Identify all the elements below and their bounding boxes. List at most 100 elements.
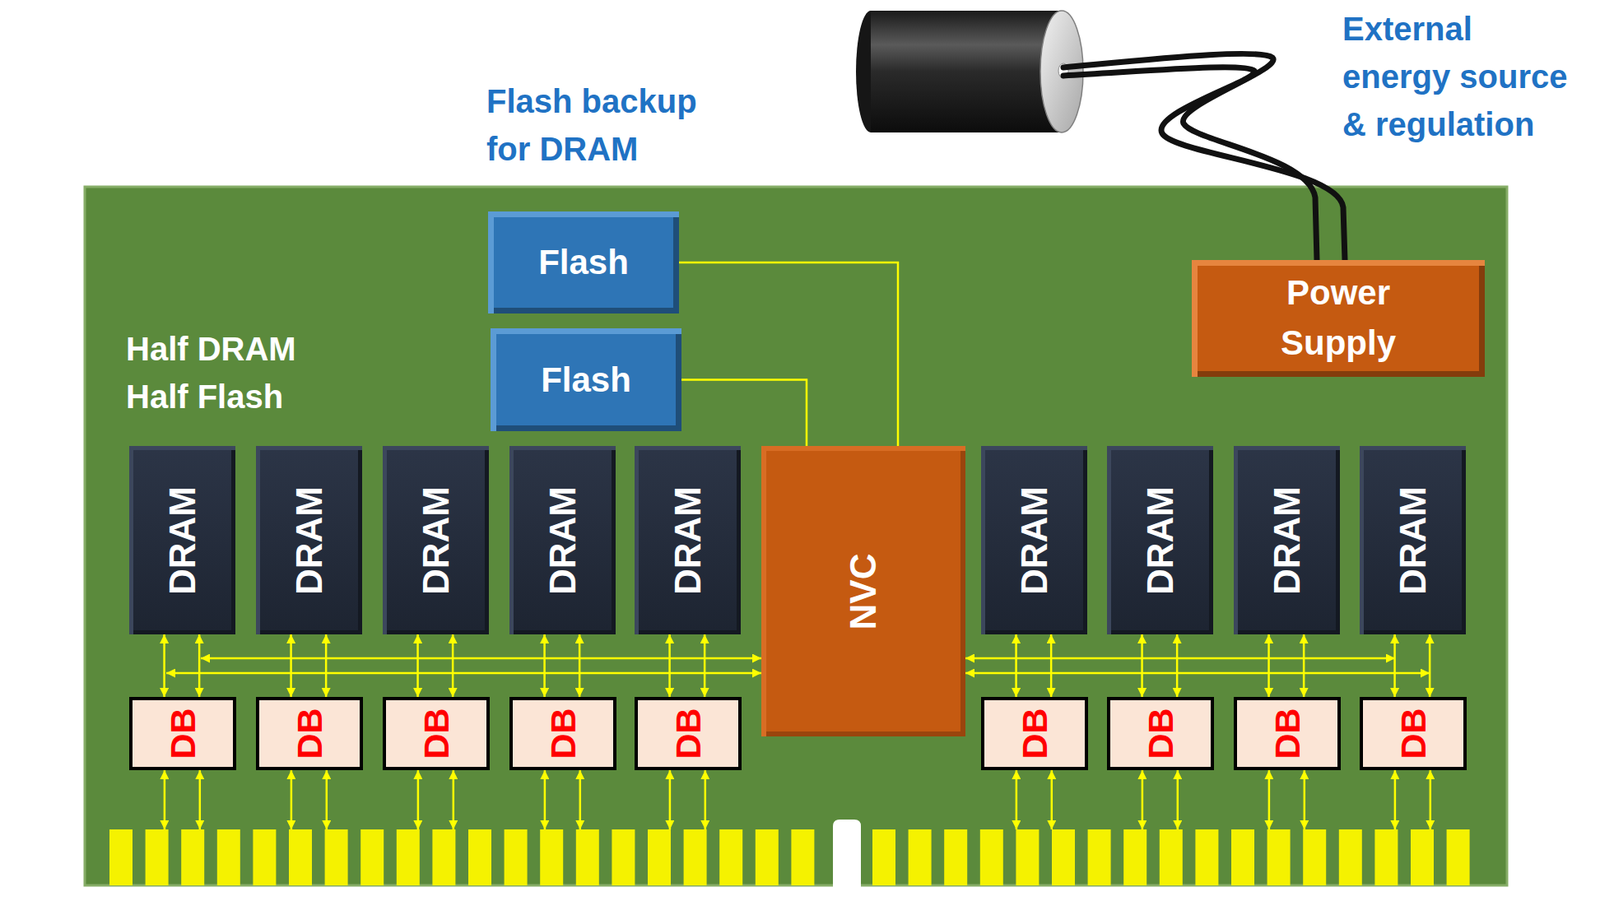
- connector-pin: [1195, 829, 1219, 886]
- connector-pin: [396, 829, 420, 886]
- data-buffer-chip: DB: [255, 697, 363, 771]
- connector-pin: [944, 829, 968, 886]
- chip-label: DB: [415, 707, 456, 759]
- dram-chip: DRAM: [382, 446, 489, 635]
- connector-pin: [980, 829, 1004, 886]
- connector-pin: [1374, 829, 1398, 886]
- data-line: [681, 380, 807, 447]
- data-buffer-chip: DB: [1359, 697, 1467, 771]
- connector-pin: [360, 829, 384, 886]
- connector-pin: [1339, 829, 1363, 886]
- pin-line: [579, 770, 582, 830]
- pin-line: [1176, 770, 1180, 830]
- pin-line: [669, 770, 672, 830]
- chip-label: DRAM: [542, 486, 584, 596]
- pin-line: [1015, 770, 1019, 830]
- power-cable: [1063, 53, 1345, 261]
- callout-label: Flash backup for DRAM: [486, 77, 717, 173]
- dram-chip: DRAM: [1106, 446, 1214, 635]
- data-line: [198, 634, 201, 698]
- pin-line: [199, 770, 202, 830]
- chip-label: DB: [667, 707, 708, 759]
- pin-line: [163, 770, 167, 830]
- flash-chip: Flash: [488, 211, 680, 314]
- dram-chip: DRAM: [129, 446, 236, 635]
- data-line: [1176, 634, 1179, 698]
- power-supply-box: Power Supply: [1191, 260, 1485, 377]
- data-line: [1050, 634, 1053, 698]
- data-line: [578, 634, 582, 698]
- pin-line: [704, 770, 707, 830]
- connector-lines: [164, 770, 1431, 830]
- connector-pin: [647, 829, 671, 886]
- bus-line: [166, 672, 762, 675]
- data-line: [1140, 634, 1144, 698]
- chip-label: Flash: [540, 360, 632, 400]
- data-line: [703, 634, 707, 698]
- capacitor: [855, 10, 1084, 133]
- chip-label: DB: [1392, 707, 1433, 759]
- pin-line: [1394, 770, 1397, 830]
- pin-line: [417, 770, 420, 830]
- data-line: [543, 634, 546, 698]
- connector-pin: [539, 829, 563, 886]
- dram-chip: DRAM: [509, 446, 616, 635]
- connector-pin: [217, 829, 241, 886]
- connector-pin: [252, 829, 276, 886]
- callout-label: Half DRAM Half Flash: [125, 325, 324, 421]
- connector-pin: [1051, 829, 1075, 886]
- chip-label: DRAM: [288, 486, 331, 596]
- connector-pin: [288, 829, 312, 886]
- circuit-board: [84, 186, 1507, 886]
- chip-label: Power Supply: [1243, 268, 1433, 369]
- chip-label: DRAM: [667, 486, 709, 596]
- data-line: [668, 634, 671, 698]
- connector-pin: [432, 829, 456, 886]
- connector-pin: [872, 829, 896, 886]
- connector-pin: [468, 829, 492, 886]
- data-buffer-chip: DB: [1233, 697, 1341, 771]
- chip-label: DB: [1139, 707, 1181, 759]
- chip-label: DRAM: [1013, 486, 1056, 596]
- chip-label: DB: [1013, 707, 1055, 759]
- capacitor-body: [870, 10, 1062, 133]
- chip-label: DRAM: [1392, 486, 1434, 596]
- data-line: [679, 262, 898, 447]
- chip-label: DRAM: [162, 486, 204, 596]
- chip-label: DB: [162, 707, 203, 759]
- connector-pin: [1302, 829, 1326, 886]
- connector-pin: [1446, 829, 1470, 886]
- flash-chip: Flash: [490, 328, 682, 432]
- data-buffer-chip: DB: [129, 697, 237, 771]
- chip-label: DB: [542, 707, 583, 759]
- pin-line: [452, 770, 456, 830]
- data-line: [162, 634, 166, 698]
- data-line: [451, 634, 455, 698]
- callout-label: External energy source & regulation: [1342, 4, 1577, 149]
- dram-chip: DRAM: [255, 446, 363, 635]
- data-buffer-chip: DB: [634, 697, 742, 771]
- data-buffer-chip: DB: [509, 697, 617, 771]
- data-line: [1302, 634, 1306, 698]
- data-line: [325, 634, 328, 698]
- dram-chip: DRAM: [1233, 446, 1340, 635]
- connector-pin: [576, 829, 600, 886]
- connector-pin: [611, 829, 635, 886]
- pin-line: [1051, 770, 1054, 830]
- data-buffer-chip: DB: [1106, 697, 1214, 771]
- connector-pin: [790, 829, 814, 886]
- connector-pin: [1088, 829, 1112, 886]
- data-line: [416, 634, 419, 698]
- pin-line: [1429, 770, 1433, 830]
- connector-pin: [1267, 829, 1291, 886]
- connector-pin: [1159, 829, 1183, 886]
- pin-line: [1268, 770, 1271, 830]
- connector-pin: [325, 829, 349, 886]
- cable-wire: [1063, 67, 1345, 261]
- data-buffer-chip: DB: [382, 697, 490, 771]
- connector-pin: [109, 829, 133, 886]
- chip-label: DB: [1266, 707, 1307, 759]
- connector-pin: [908, 829, 932, 886]
- data-line: [1393, 634, 1396, 698]
